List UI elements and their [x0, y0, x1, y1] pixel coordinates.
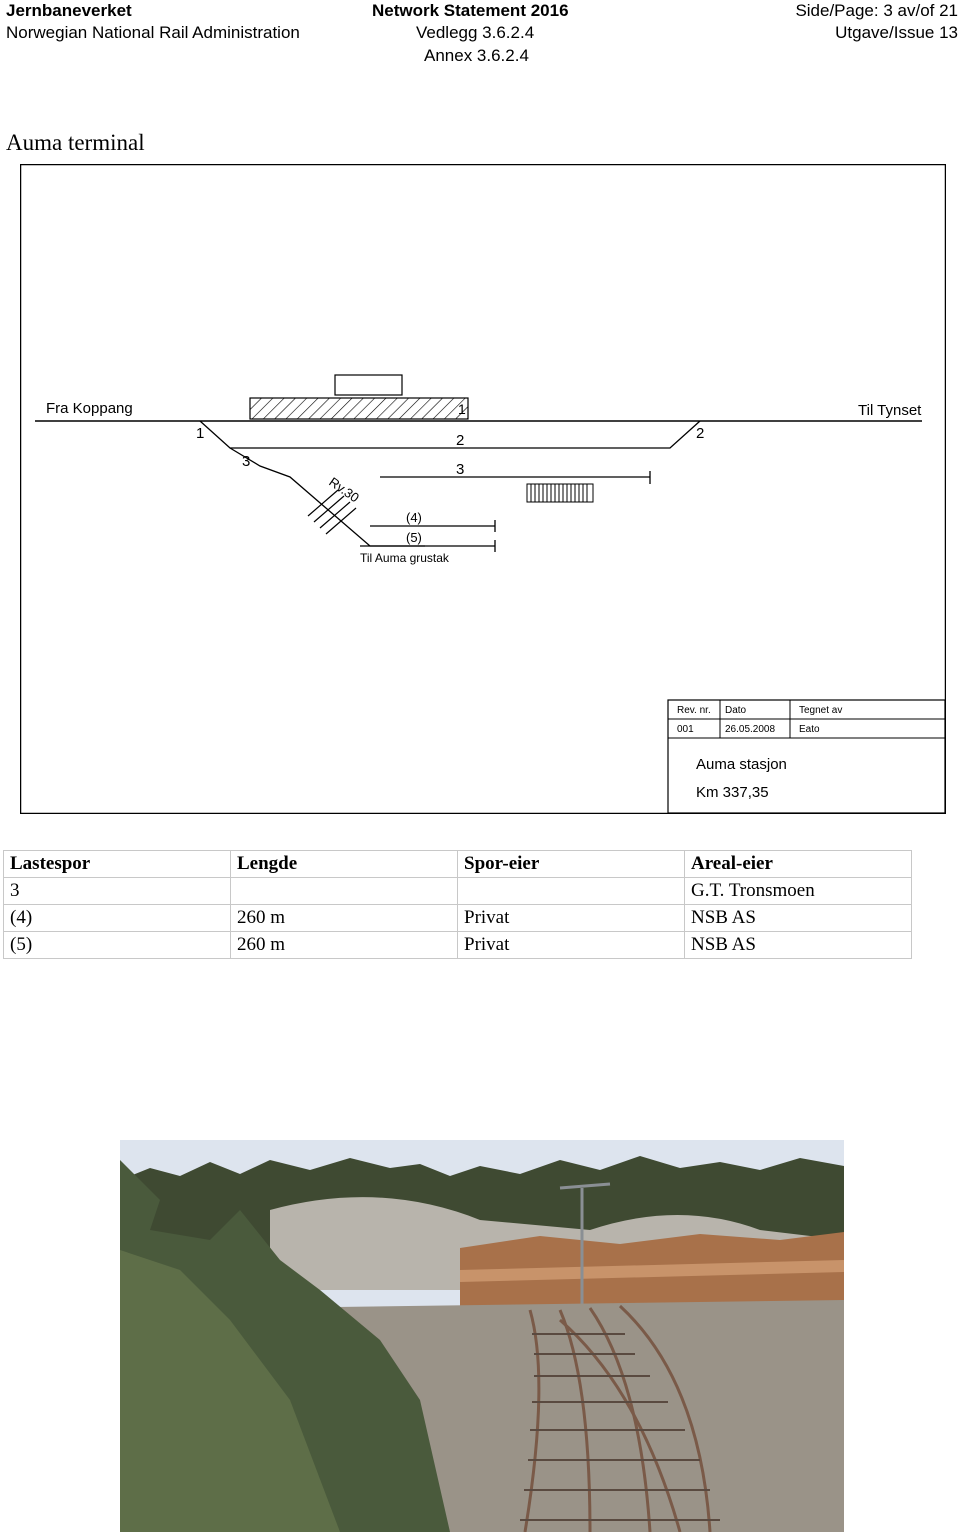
page-header: Jernbaneverket Norwegian National Rail A… — [0, 0, 960, 70]
track-2-label: 2 — [456, 432, 464, 449]
platform — [249, 397, 469, 420]
table-cell: (4) — [3, 904, 231, 932]
track-2 — [199, 420, 701, 449]
table-cell: 260 m — [230, 904, 458, 932]
org-name-en: Norwegian National Rail Administration — [6, 23, 300, 42]
track-5-label: (5) — [406, 530, 422, 545]
photo-sleepers — [520, 1333, 720, 1521]
terminal-photo — [120, 1140, 844, 1532]
org-name: Jernbaneverket — [6, 1, 132, 20]
table-cell: NSB AS — [684, 931, 912, 959]
title-block-rev: 001 — [677, 724, 694, 735]
loading-tracks-table: Lastespor Lengde Spor-eier Areal-eier 3 … — [3, 850, 912, 959]
table-row: 3 G.T. Tronsmoen — [3, 877, 912, 905]
to-label: Til Tynset — [858, 402, 922, 419]
table-cell: (5) — [3, 931, 231, 959]
from-label: Fra Koppang — [46, 400, 133, 417]
table-cell: NSB AS — [684, 904, 912, 932]
table-header: Lengde — [230, 850, 458, 878]
title-block-header-drawn: Tegnet av — [799, 705, 842, 716]
document-title: Network Statement 2016 — [372, 1, 569, 20]
station-building — [334, 374, 403, 396]
table-row: (4) 260 m Privat NSB AS — [3, 904, 912, 932]
switch-3-label: 3 — [242, 453, 250, 470]
track-diagram-svg: Fra Koppang Til Tynset 1 2 3 (4) (5) 1 2… — [20, 164, 946, 814]
title-block-date: 26.05.2008 — [725, 724, 775, 735]
title-block: Rev. nr. Dato Tegnet av 001 26.05.2008 E… — [667, 699, 946, 814]
section-title: Auma terminal — [6, 130, 145, 155]
table-cell — [230, 877, 458, 905]
vedlegg-label: Vedlegg 3.6.2.4 — [416, 23, 535, 42]
table-cell: Privat — [457, 931, 685, 959]
track-4-label: (4) — [406, 510, 422, 525]
issue-number: Utgave/Issue 13 — [835, 23, 958, 42]
title-block-header-rev: Rev. nr. — [677, 705, 711, 716]
spur-label: Til Auma grustak — [360, 551, 450, 565]
title-block-station: Auma stasjon — [696, 756, 787, 773]
table-header: Lastespor — [3, 850, 231, 878]
photo-left-bushes — [120, 1250, 340, 1532]
track-1-label: 1 — [458, 401, 466, 417]
loading-ramp — [526, 483, 594, 503]
track-3-label: 3 — [456, 461, 464, 478]
table-header-row: Lastespor Lengde Spor-eier Areal-eier — [3, 850, 912, 878]
title-block-km: Km 337,35 — [696, 784, 769, 801]
table-cell: G.T. Tronsmoen — [684, 877, 912, 905]
table-cell — [457, 877, 685, 905]
table-cell: Privat — [457, 904, 685, 932]
title-block-drawn: Eato — [799, 724, 820, 735]
table-header: Areal-eier — [684, 850, 912, 878]
switch-2-label: 2 — [696, 425, 704, 442]
switch-1-label: 1 — [196, 425, 204, 442]
page-number: Side/Page: 3 av/of 21 — [795, 1, 958, 20]
table-cell: 260 m — [230, 931, 458, 959]
annex-label: Annex 3.6.2.4 — [424, 46, 529, 65]
photo-tracks — [523, 1304, 712, 1532]
table-header: Spor-eier — [457, 850, 685, 878]
track-diagram: Fra Koppang Til Tynset 1 2 3 (4) (5) 1 2… — [20, 164, 946, 814]
road-crossing — [307, 489, 357, 535]
table-cell: 3 — [3, 877, 231, 905]
table-row: (5) 260 m Privat NSB AS — [3, 931, 912, 959]
photo-timber-highlight — [460, 1260, 844, 1282]
title-block-header-date: Dato — [725, 705, 747, 716]
terminal-photo-svg — [120, 1140, 844, 1532]
